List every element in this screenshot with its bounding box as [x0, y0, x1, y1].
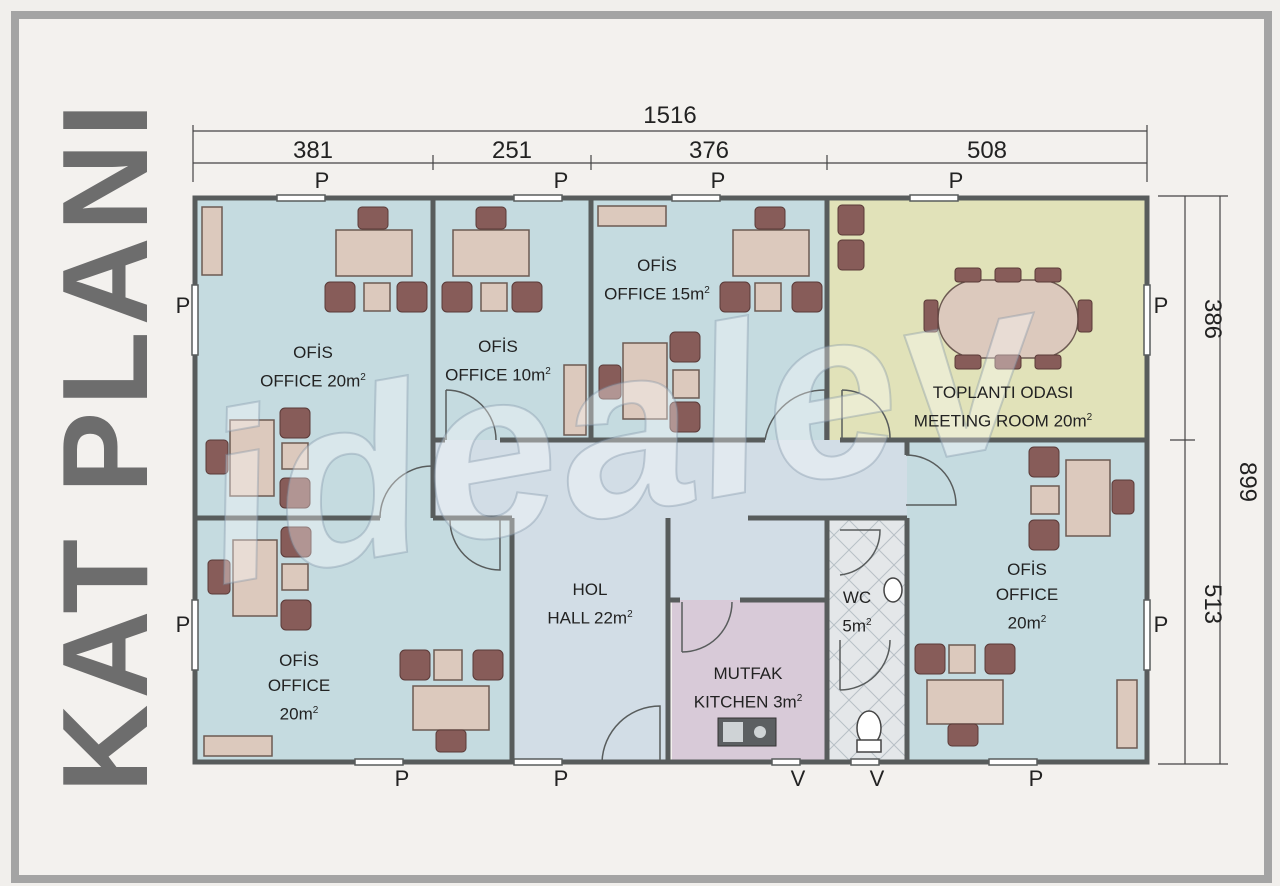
room-label-line1: OFİS [478, 337, 518, 356]
doors [379, 389, 957, 763]
room-label-line2: 5m2 [842, 616, 872, 636]
room-label-line2: OFFICE 20m2 [260, 371, 366, 391]
kitchen-sink [717, 717, 777, 747]
window-mark: P [175, 612, 191, 637]
room-label-kitchen: MUTFAK KITCHEN 3m2 [694, 661, 803, 715]
window-mark: P [1153, 293, 1169, 318]
room-label-line2: HALL 22m2 [547, 608, 633, 628]
window-mark: P [948, 168, 964, 193]
window-mark: P [553, 168, 569, 193]
window-mark: P [1028, 766, 1044, 791]
toilet [856, 710, 882, 753]
window-mark: P [394, 766, 410, 791]
room-label-office-3: OFİS OFFICE 15m2 [604, 253, 710, 307]
room-label-line2: OFFICE [267, 676, 331, 695]
dimension-segment-3: 376 [688, 137, 730, 164]
room-label-line2: OFFICE 15m2 [604, 284, 710, 304]
window-mark: P [553, 766, 569, 791]
window-mark-v: V [869, 766, 885, 791]
room-label-office-2: OFİS OFFICE 10m2 [445, 334, 551, 388]
room-label-line2: KITCHEN 3m2 [693, 692, 803, 712]
room-label-line2: OFFICE 10m2 [445, 365, 551, 385]
hall-floor-south [512, 518, 668, 760]
window-mark: P [175, 293, 191, 318]
wc-sink [883, 577, 903, 603]
room-label-line1: OFİS [279, 651, 319, 670]
window-mark: P [710, 168, 726, 193]
chairs [205, 204, 1135, 753]
dimension-lines [192, 125, 1228, 765]
furniture [201, 205, 1138, 757]
walls [192, 195, 1150, 765]
dimension-segment-2: 251 [491, 137, 533, 164]
dimension-right-1: 386 [1199, 298, 1227, 340]
window-mark-v: V [790, 766, 806, 791]
window-mark: P [314, 168, 330, 193]
room-label-line2: OFFICE [995, 585, 1059, 604]
dimension-right-2: 513 [1199, 583, 1227, 625]
room-label-line1: OFİS [293, 343, 333, 362]
dimension-segment-1: 381 [292, 137, 334, 164]
room-label-line1: TOPLANTI ODASI [932, 383, 1074, 402]
room-label-hall: HOL HALL 22m2 [547, 577, 632, 631]
hall-floor-east [668, 518, 826, 600]
room-label-office-5: OFİS OFFICE 20m2 [996, 557, 1058, 636]
room-label-line3: 20m2 [279, 704, 319, 724]
room-label-line3: 20m2 [1007, 613, 1047, 633]
room-label-line1: OFİS [1007, 560, 1047, 579]
hall-floor [433, 440, 907, 520]
window-mark: P [1153, 612, 1169, 637]
room-label-line1: OFİS [637, 256, 677, 275]
windows [191, 194, 1151, 766]
room-label-office-4: OFİS OFFICE 20m2 [268, 648, 330, 727]
room-label-meeting: TOPLANTI ODASI MEETING ROOM 20m2 [914, 380, 1092, 434]
dimension-total: 1516 [643, 102, 697, 129]
dimension-right-total: 899 [1234, 461, 1262, 503]
room-label-line1: HOL [572, 580, 608, 599]
room-label-line1: MUTFAK [713, 664, 783, 683]
room-label-line1: WC [842, 588, 872, 607]
room-label-wc: WC 5m2 [842, 585, 871, 639]
title-text: KAT PLANI [37, 97, 173, 793]
room-label-line2: MEETING ROOM 20m2 [913, 411, 1093, 431]
dimension-segment-4: 508 [966, 137, 1008, 164]
room-label-office-1: OFİS OFFICE 20m2 [260, 340, 366, 394]
